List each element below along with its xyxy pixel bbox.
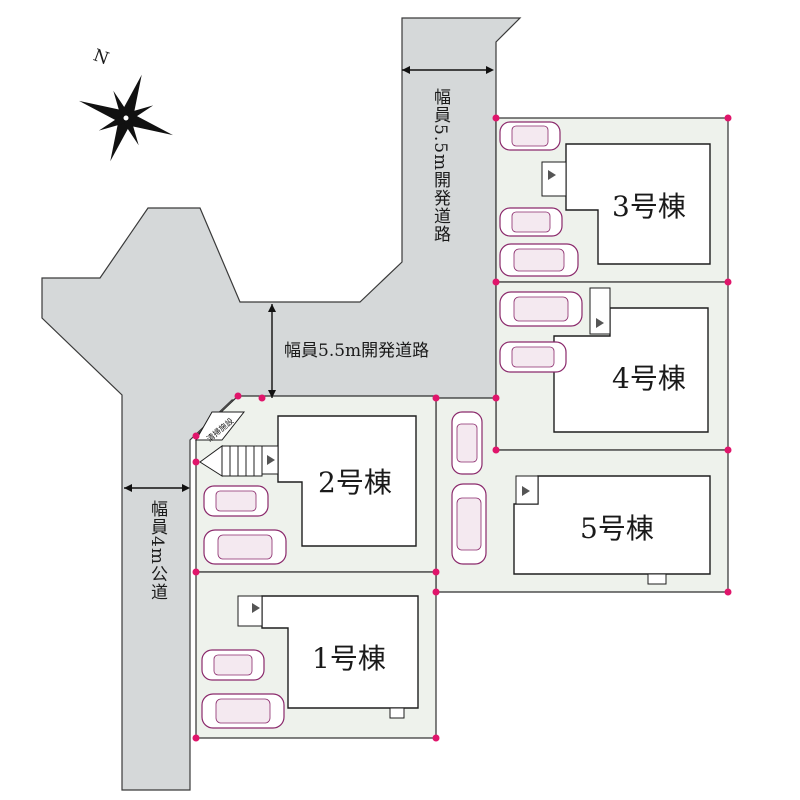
- dimension-west-road: [124, 484, 190, 492]
- compass-north-label: N: [91, 45, 112, 69]
- car-3a: [499, 121, 561, 151]
- entrance-arrow-5: [522, 486, 530, 496]
- utility-box-1: [389, 707, 405, 719]
- west-road-label: 幅員4m公道: [147, 500, 168, 601]
- north-road-label: 幅員5.5m開発道路: [430, 88, 451, 243]
- entrance-arrow-2: [267, 455, 275, 465]
- entrance-3: [541, 161, 567, 197]
- entrance-4: [589, 287, 611, 335]
- building-1-label: 1号棟: [312, 642, 386, 675]
- compass-rose-icon: [79, 74, 173, 162]
- building-4: [553, 307, 709, 433]
- car-4b: [499, 341, 567, 373]
- building-5-label: 5号棟: [580, 512, 654, 545]
- car-5a: [451, 411, 483, 475]
- car-1a: [201, 649, 265, 681]
- building-2-label: 2号棟: [318, 466, 392, 499]
- stairs: [221, 445, 263, 477]
- stairs-triangle: [199, 445, 223, 477]
- entrance-1: [237, 595, 263, 627]
- boundary-markers: [192, 114, 732, 742]
- car-2b: [203, 529, 287, 565]
- entrance-arrow-1: [252, 603, 260, 613]
- car-5b: [451, 483, 487, 565]
- car-3b: [499, 207, 563, 237]
- car-4a: [499, 291, 583, 327]
- main-road-label: 幅員5.5m開発道路: [284, 341, 429, 361]
- car-3c: [499, 243, 579, 277]
- building-2: [277, 415, 417, 547]
- car-1b: [201, 693, 285, 729]
- utility-box-5: [647, 573, 667, 585]
- car-2a: [203, 485, 269, 517]
- entrance-arrow-4: [596, 318, 604, 328]
- building-3: [565, 143, 711, 265]
- dimension-north-road: [402, 66, 494, 74]
- building-4-label: 4号棟: [612, 362, 686, 395]
- building-1: [261, 595, 419, 709]
- entrance-arrow-3: [548, 170, 556, 180]
- dimension-main-road: [268, 304, 276, 398]
- garbage-facility: [195, 411, 246, 441]
- building-3-label: 3号棟: [612, 190, 686, 223]
